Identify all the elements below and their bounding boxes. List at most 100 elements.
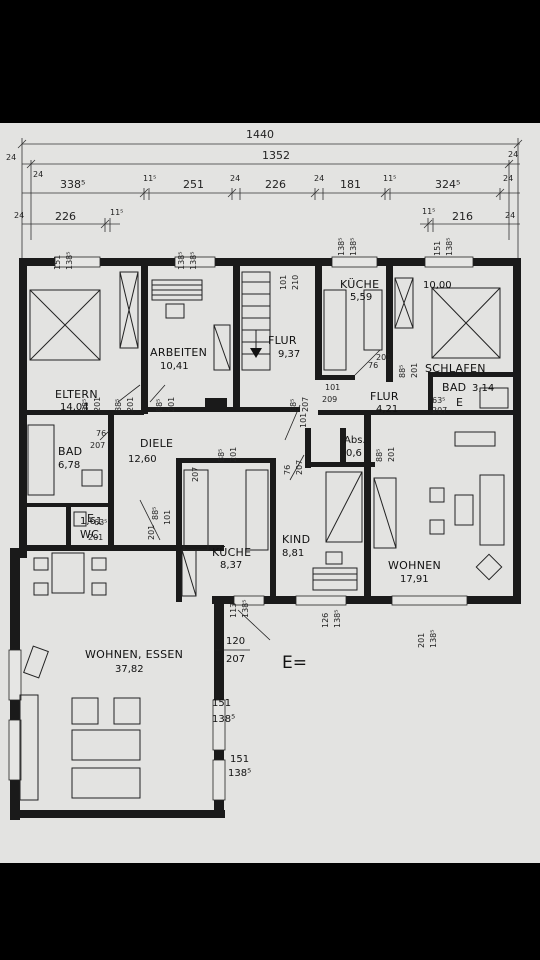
opening-dim: 63⁵ xyxy=(432,396,445,405)
room-area-bad-small: 3,14 xyxy=(472,383,494,394)
dim-seg-7: 181 xyxy=(340,178,361,191)
dim-wall-right: 24 xyxy=(508,150,518,159)
opening-dim: 201 xyxy=(410,363,419,378)
dim-wall-left: 24 xyxy=(6,153,16,162)
room-area-flur-1: 9,37 xyxy=(278,349,300,360)
room-label-bad-small: BAD xyxy=(442,381,466,394)
room-label-flur-2: FLUR xyxy=(370,390,399,403)
opening-dim: 101 xyxy=(325,383,340,392)
dim-seg-2: 11⁵ xyxy=(143,174,156,183)
dim-seg-6: 24 xyxy=(314,174,324,183)
room-area-schlafen: 10,00 xyxy=(423,280,452,291)
room-area-wc: 1,61 xyxy=(80,516,102,527)
dim-seg-9: 324⁵ xyxy=(435,178,460,191)
dim-total-width: 1440 xyxy=(246,128,274,141)
opening-dim: 138⁵ xyxy=(337,238,346,256)
opening-dim: 151 xyxy=(433,241,442,256)
room-area-kueche-2: 8,37 xyxy=(220,560,242,571)
opening-dim: 201 xyxy=(167,397,176,412)
opening-dim: 88⁵ xyxy=(81,399,90,412)
opening-dim: 76 xyxy=(96,429,106,438)
opening-dim: 201 xyxy=(93,397,102,412)
dim-row2r-3: 24 xyxy=(505,211,515,220)
opening-dim: 201 xyxy=(88,533,103,542)
opening-dim: 207 xyxy=(90,441,105,450)
opening-dim: 88⁵ xyxy=(155,399,164,412)
mark-e-equals: E= xyxy=(282,653,307,673)
opening-dim: 138⁵ xyxy=(177,252,186,270)
dim-row2-2: 11⁵ xyxy=(110,208,123,217)
room-label-arbeiten: ARBEITEN xyxy=(150,346,207,359)
room-label-wc: WC xyxy=(80,528,99,541)
opening-dim: 113⁵ xyxy=(229,600,238,618)
opening-dim: 138⁵ xyxy=(241,600,250,618)
room-label-wohnen: WOHNEN xyxy=(388,559,441,572)
opening-dim: 76 xyxy=(283,465,292,475)
dim-wall-left-2: 24 xyxy=(33,170,43,179)
opening-dim: 138⁵ xyxy=(429,630,438,648)
room-label-schlafen: SCHLAFEN xyxy=(425,362,486,375)
room-area-wohnen-essen: 37,82 xyxy=(115,664,144,675)
room-area-flur-2: 4,21 xyxy=(376,404,398,415)
opening-dim: 138⁵ xyxy=(228,768,251,779)
opening-dim: 201 xyxy=(126,397,135,412)
opening-dim: 210 xyxy=(291,275,300,290)
opening-dim: 138⁵ xyxy=(212,714,235,725)
opening-dim: 126 xyxy=(321,613,330,628)
opening-dim: 201 xyxy=(147,525,156,540)
opening-dim: 101 xyxy=(279,275,288,290)
opening-dim: 138⁵ xyxy=(349,238,358,256)
door-swings xyxy=(99,349,381,651)
room-area-kueche-1: 5,59 xyxy=(350,292,372,303)
dim-seg-4: 24 xyxy=(230,174,240,183)
room-area-abs: 0,6 xyxy=(346,448,362,459)
opening-dim: 151 xyxy=(212,698,231,709)
opening-dim: 88⁵ xyxy=(114,399,123,412)
dim-row2r-1: 11⁵ xyxy=(422,207,435,216)
mark-e-wc: E xyxy=(87,512,94,525)
room-area-eltern: 14,04 xyxy=(60,402,89,413)
opening-dim: 88⁵ xyxy=(217,449,226,462)
room-label-bad-large: BAD xyxy=(58,445,82,458)
room-area-arbeiten: 10,41 xyxy=(160,361,189,372)
room-label-kueche-2: KÜCHE xyxy=(212,546,251,559)
opening-dim: 88⁵ xyxy=(398,365,407,378)
opening-dim: 201 xyxy=(229,447,238,462)
dimension-chains xyxy=(17,138,523,258)
dim-inner-width: 1352 xyxy=(262,149,290,162)
room-label-kueche-1: KÜCHE xyxy=(340,278,379,291)
room-area-wohnen: 17,91 xyxy=(400,574,429,585)
opening-dim: 209 xyxy=(322,395,337,404)
opening-dim: 101 xyxy=(299,413,308,428)
opening-dim: 138⁵ xyxy=(445,238,454,256)
room-label-flur-1: FLUR xyxy=(268,334,297,347)
opening-dim: 88⁵ xyxy=(375,449,384,462)
opening-dim: 63⁵ xyxy=(94,518,107,527)
dim-wall-left-3: 24 xyxy=(14,211,24,220)
opening-dim: 201 xyxy=(417,633,426,648)
dim-seg-1: 338⁵ xyxy=(60,178,85,191)
opening-dim: 138⁵ xyxy=(65,252,74,270)
opening-dim: 88⁵ xyxy=(151,507,160,520)
opening-dim: 120 xyxy=(226,636,245,647)
opening-dim: 201 xyxy=(387,447,396,462)
dim-seg-10: 24 xyxy=(503,174,513,183)
room-label-abs: Abs. xyxy=(344,435,366,446)
room-area-kind: 8,81 xyxy=(282,548,304,559)
opening-dim: 201 xyxy=(376,353,391,362)
interior-walls xyxy=(24,262,518,602)
room-label-eltern: ELTERN xyxy=(55,388,98,401)
room-label-diele: DIELE xyxy=(140,437,173,450)
opening-dim: 207 xyxy=(301,397,310,412)
opening-dim: 207 xyxy=(191,467,200,482)
opening-dim: 101 xyxy=(163,510,172,525)
room-area-bad-large: 6,78 xyxy=(58,460,80,471)
opening-dim: 88⁵ xyxy=(289,399,298,412)
dim-seg-8: 11⁵ xyxy=(383,174,396,183)
furniture xyxy=(19,271,509,801)
mark-e-bad-small: E xyxy=(456,396,463,409)
room-label-kind: KIND xyxy=(282,533,310,546)
opening-dim: 207 xyxy=(226,654,245,665)
